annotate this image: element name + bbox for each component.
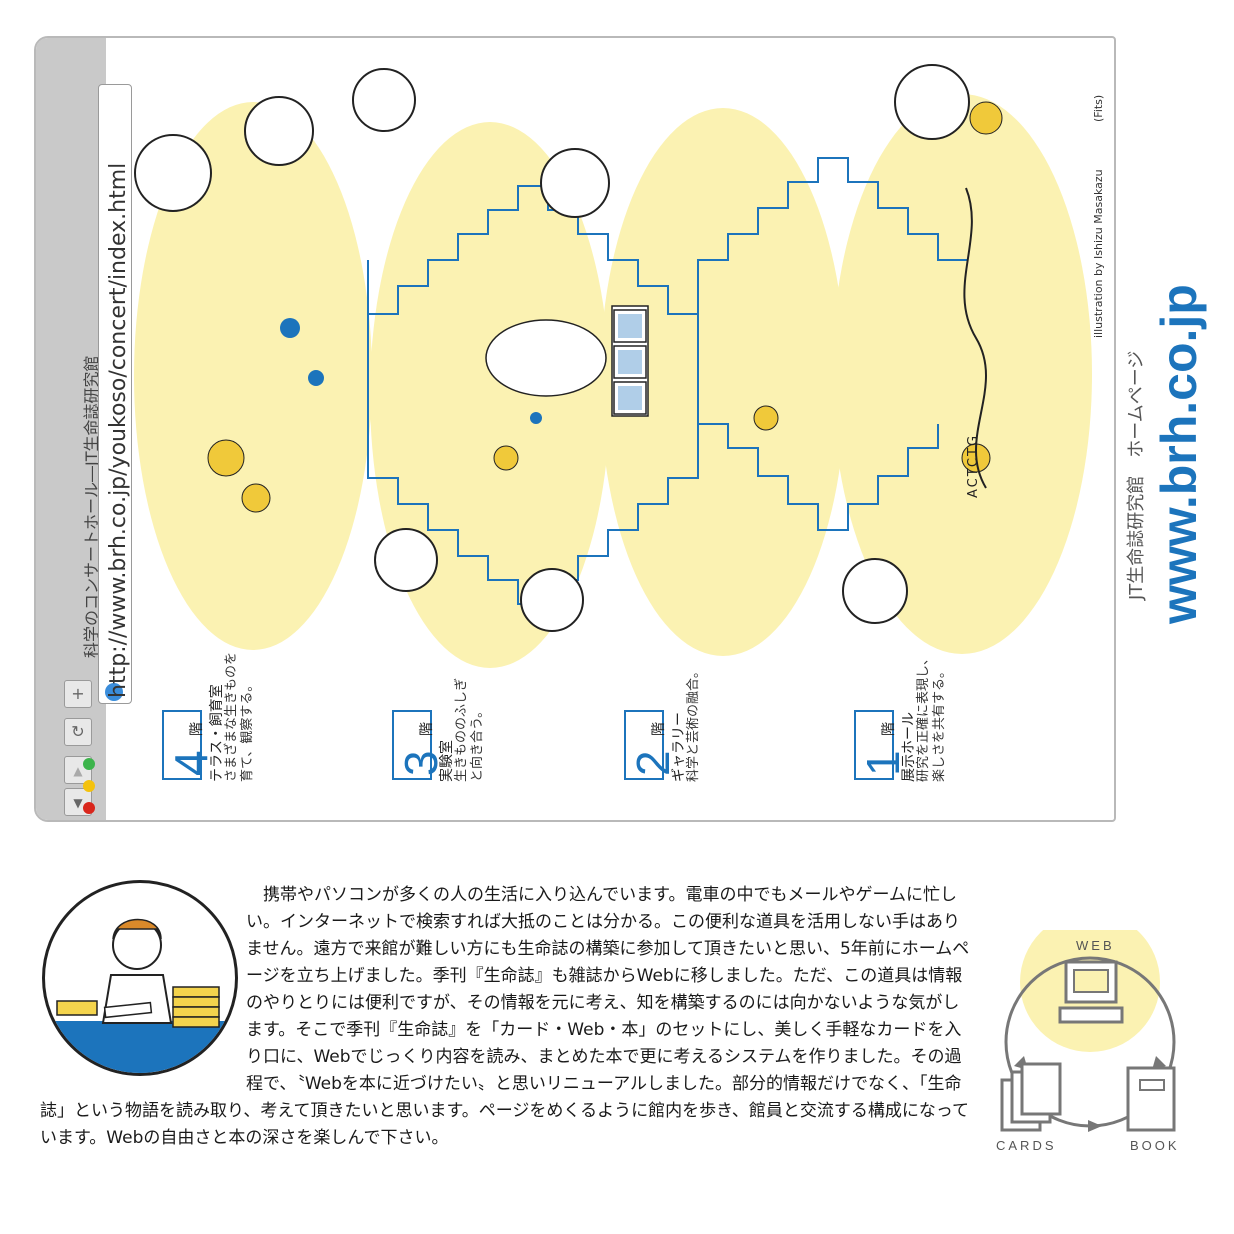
- specimen-circle: [842, 558, 908, 624]
- reload-icon: ↻: [71, 722, 85, 741]
- floor-description: 研究を正確に表現し、 楽しさを共有する。: [916, 651, 947, 782]
- specimen-circle: [540, 148, 610, 218]
- floor-description: 科学と芸術の融合。: [686, 664, 701, 782]
- cards-web-book-diagram: WEB CARDS BOOK: [990, 912, 1190, 1160]
- diagram-label-cards: CARDS: [996, 1138, 1057, 1153]
- address-bar[interactable]: [98, 84, 132, 704]
- brand-japanese: JT生命誌研究館 ホームページ: [1126, 350, 1147, 600]
- specimen-circle: [134, 134, 212, 212]
- building-outline: [207, 101, 1003, 605]
- add-tab-button[interactable]: +: [64, 680, 92, 708]
- specimen-circle: [374, 528, 438, 592]
- arrow-down-icon: ▼: [73, 796, 83, 810]
- floor-name: 展示ホール: [901, 712, 917, 782]
- page-illustration: 4 階 テラス・飼育室 さまざまな生きものを 育て、観察する。 3 階 実験室 …: [106, 38, 1114, 820]
- floor-description: さまざまな生きものを 育て、観察する。: [224, 651, 255, 782]
- portrait-spacer: [40, 882, 246, 1078]
- article-body: 携帯やパソコンが多くの人の生活に入り込んでいます。電車の中でもメールやゲームに忙…: [40, 882, 974, 1152]
- specimen-circle: [894, 64, 970, 140]
- diagram-label-web: WEB: [1076, 938, 1115, 953]
- floor-name: ギャラリー: [671, 712, 687, 782]
- window-minimize-button[interactable]: [83, 780, 95, 792]
- specimen-circle: [520, 568, 584, 632]
- specimen-circle: [352, 68, 416, 132]
- window-close-button[interactable]: [83, 802, 95, 814]
- browser-toolbar: 科学のコンサートホール―JT生命誌研究館 http://www.brh.co.j…: [36, 38, 132, 820]
- plus-icon: +: [71, 684, 85, 703]
- site-icon: [105, 683, 123, 701]
- dna-sequence: ACTCTG: [966, 433, 981, 498]
- floor-description: 生きもののふしぎ と向き合う。: [454, 677, 485, 782]
- article-paragraph: 携帯やパソコンが多くの人の生活に入り込んでいます。電車の中でもメールやゲームに忙…: [40, 885, 970, 1148]
- diagram-label-book: BOOK: [1130, 1138, 1180, 1153]
- window-zoom-button[interactable]: [83, 758, 95, 770]
- reload-button[interactable]: ↻: [64, 718, 92, 746]
- specimen-circle: [244, 96, 314, 166]
- floor-name: テラス・飼育室: [209, 684, 225, 782]
- floor-kai: 階: [419, 722, 435, 736]
- brand-url[interactable]: www.brh.co.jp: [1151, 284, 1207, 624]
- floor-kai: 階: [651, 722, 667, 736]
- credit-fits: (Fits): [1092, 94, 1105, 122]
- credit-illustrator: illustration by Ishizu Masakazu: [1092, 169, 1105, 338]
- arrow-up-icon: ▲: [73, 764, 83, 778]
- floor-kai: 階: [881, 722, 897, 736]
- floor-name: 実験室: [439, 740, 455, 782]
- cycle-diagram: [1000, 912, 1176, 1132]
- floor-kai: 階: [189, 722, 205, 736]
